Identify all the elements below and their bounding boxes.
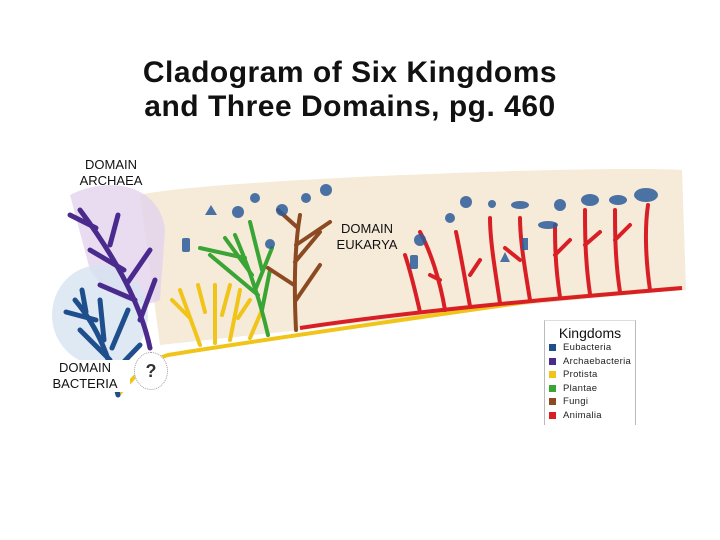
domain-archaea-line-1: DOMAIN bbox=[85, 157, 137, 172]
title-line-2: and Three Domains, pg. 460 bbox=[144, 90, 556, 123]
domain-bacteria-line-2: BACTERIA bbox=[52, 376, 118, 391]
organism-icons bbox=[182, 184, 658, 269]
unknown-ancestor-marker: ? bbox=[134, 352, 168, 390]
domain-eukarya-line-1: DOMAIN bbox=[341, 221, 393, 236]
eukarya-trunk bbox=[299, 286, 683, 330]
legend-swatch bbox=[549, 384, 556, 392]
page-title: Cladogram of Six Kingdoms and Three Doma… bbox=[0, 56, 700, 124]
archaebacteria-branches bbox=[67, 207, 158, 351]
legend-label: Plantae bbox=[563, 382, 598, 394]
legend-swatch bbox=[549, 411, 556, 419]
legend-item: Fungi bbox=[545, 395, 635, 409]
legend-item: Archaebacteria bbox=[545, 355, 635, 369]
legend-rows: Eubacteria Archaebacteria Protista Plant… bbox=[545, 341, 635, 422]
plantae-branches bbox=[198, 220, 274, 337]
domain-eukarya-line-2: EUKARYA bbox=[336, 237, 398, 252]
domain-archaea-label: DOMAIN ARCHAEA bbox=[70, 157, 152, 189]
legend-swatch bbox=[549, 371, 556, 379]
legend-title: Kingdoms bbox=[558, 325, 622, 341]
protista-branches bbox=[170, 283, 264, 347]
legend-item: Plantae bbox=[545, 382, 635, 396]
legend-label: Archaebacteria bbox=[563, 355, 632, 367]
domain-bacteria-label: DOMAIN BACTERIA bbox=[40, 360, 130, 392]
legend-label: Protista bbox=[563, 369, 598, 381]
legend-label: Animalia bbox=[563, 409, 602, 421]
animalia-branches bbox=[403, 203, 652, 314]
legend-swatch bbox=[549, 357, 556, 365]
title-line-1: Cladogram of Six Kingdoms bbox=[142, 56, 558, 89]
legend-item: Eubacteria bbox=[545, 341, 635, 355]
domain-bacteria-line-1: DOMAIN bbox=[59, 360, 111, 375]
legend-item: Animalia bbox=[545, 409, 635, 423]
domain-archaea-line-2: ARCHAEA bbox=[79, 173, 143, 188]
legend-swatch bbox=[549, 398, 556, 406]
legend-label: Fungi bbox=[563, 396, 589, 408]
domain-eukarya-label: DOMAIN EUKARYA bbox=[327, 221, 407, 253]
kingdoms-legend: Kingdoms Eubacteria Archaebacteria Proti… bbox=[544, 320, 636, 425]
legend-swatch bbox=[549, 344, 556, 352]
legend-item: Protista bbox=[545, 368, 635, 382]
legend-label: Eubacteria bbox=[563, 342, 612, 354]
